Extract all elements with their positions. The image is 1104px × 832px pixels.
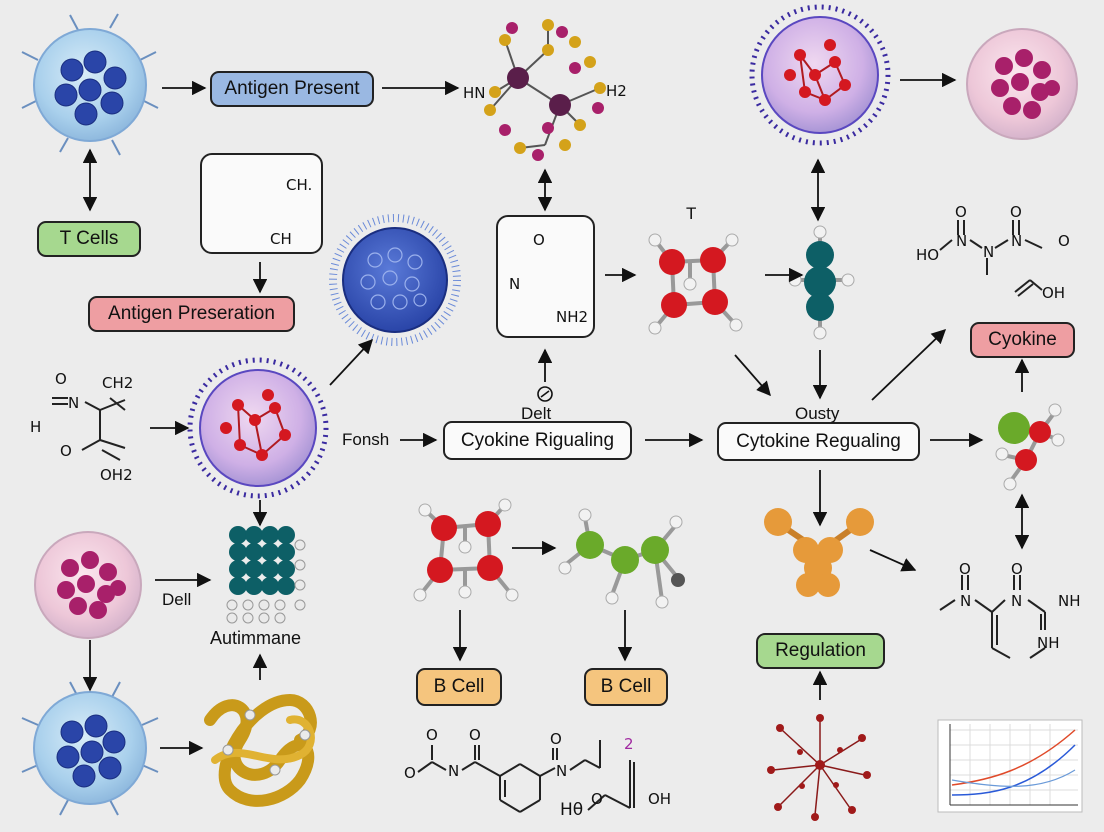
chem-ch-top: CH.	[286, 176, 313, 194]
chem-h0-bot: Hθ	[560, 800, 584, 820]
dendrimer-icon	[767, 714, 871, 821]
chem-two-bot: 2	[624, 735, 634, 753]
protein-ribbon-icon	[204, 693, 317, 807]
teal-molecule-icon	[788, 225, 855, 340]
chem-o-bot5: O	[591, 790, 603, 808]
chem-ho-tr: HO	[916, 246, 940, 264]
chart-thumbnail-icon	[937, 719, 1083, 813]
ousty-label: Ousty	[795, 404, 840, 423]
autimmane-label: Autimmane	[210, 628, 302, 648]
ring-molecule-icon-bottom	[413, 498, 519, 602]
delt-label: Delt	[521, 404, 552, 423]
structure-top-right-lines	[939, 220, 1043, 297]
purple-cell-icon-top	[749, 4, 891, 146]
chem-n-tr2: N	[1011, 232, 1023, 250]
structure-panel-center	[496, 215, 595, 338]
chem-n-left: N	[68, 394, 80, 412]
structure-left-lines	[52, 397, 126, 461]
chem-n-br2: N	[1011, 592, 1023, 610]
chem-n-tr3: N	[983, 243, 995, 261]
chem-oh-bot: OH	[648, 790, 672, 808]
pink-cell-icon-top-right	[966, 28, 1078, 140]
chem-oh-tr: OH	[1042, 284, 1066, 302]
chem-o-bot4: O	[550, 730, 562, 748]
fonsh-label: Fonsh	[342, 430, 390, 449]
molecule-icon-top	[484, 19, 606, 161]
chem-o-tr2: O	[1010, 203, 1022, 221]
b-cell-box-right[interactable]: B Cell	[584, 668, 668, 706]
chem-n-bot1: N	[448, 762, 460, 780]
regulation-box[interactable]: Regulation	[756, 633, 885, 669]
ring-molecule-icon-center	[648, 233, 743, 335]
cyokine-rigualing-box[interactable]: Cyokine Rigualing	[443, 421, 632, 460]
chem-h2: H2	[606, 82, 627, 100]
cytokine-regualing-box[interactable]: Cytokine Regualing	[717, 422, 920, 461]
chem-n-bot2: N	[556, 762, 568, 780]
chem-nh-br2: NH	[1037, 634, 1060, 652]
chem-n-br1: N	[960, 592, 972, 610]
blue-cell-icon-top-left	[21, 13, 159, 156]
cycle-icon	[537, 386, 553, 402]
antigen-present-box[interactable]: Antigen Present	[210, 71, 374, 107]
b-cell-box-left[interactable]: B Cell	[416, 668, 502, 706]
chem-o-left2: O	[60, 442, 72, 460]
chem-oh2-left: OH2	[100, 466, 133, 484]
chem-o-tr1: O	[955, 203, 967, 221]
arrows	[82, 72, 1030, 756]
chem-o-mid: O	[533, 231, 545, 249]
orange-molecule-icon	[764, 508, 874, 597]
chem-o-bot3: O	[469, 726, 481, 744]
antigen-preseration-box[interactable]: Antigen Preseration	[88, 296, 295, 332]
t-label: T	[686, 204, 697, 223]
green-molecule-icon	[558, 508, 685, 609]
chem-o-br1: O	[959, 560, 971, 578]
dell-label: Dell	[162, 590, 192, 609]
blue-cell-icon-bottom-left	[21, 681, 159, 816]
virus-icon	[329, 214, 461, 346]
chem-n-mid: N	[509, 275, 521, 293]
structure-bottom-lines	[417, 740, 635, 813]
cyokine-box[interactable]: Cyokine	[970, 322, 1075, 358]
chem-nh-br1: NH	[1058, 592, 1081, 610]
chem-o-left: O	[55, 370, 67, 388]
lattice-structure-icon	[226, 526, 306, 624]
chem-ch2-left: CH2	[102, 374, 134, 392]
purple-cell-icon-middle	[187, 357, 329, 499]
chem-hn: HN	[463, 84, 486, 102]
chem-n-tr1: N	[956, 232, 968, 250]
structure-bottom-right-lines	[939, 575, 1046, 659]
chem-o-tr3: O	[1058, 232, 1070, 250]
chem-nh2-mid: NH2	[556, 308, 589, 326]
chem-o-br2: O	[1011, 560, 1023, 578]
pink-cell-icon-left	[34, 531, 142, 639]
chem-ch-bottom: CH	[270, 230, 292, 248]
green-red-molecule-icon	[995, 403, 1065, 491]
structure-panel-top-left	[200, 153, 323, 254]
chem-o-bot1: O	[426, 726, 438, 744]
chem-h-left: H	[30, 418, 42, 436]
chem-o-bot2: O	[404, 764, 416, 782]
t-cells-box[interactable]: T Cells	[37, 221, 141, 257]
